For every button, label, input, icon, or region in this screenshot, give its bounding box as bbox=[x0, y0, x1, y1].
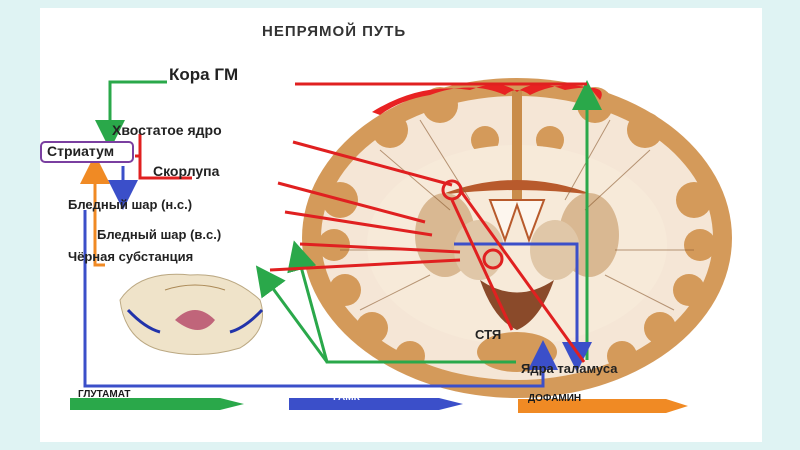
legend-arrow-glutamate bbox=[70, 398, 244, 410]
legend-label-gaba: ГАМК bbox=[333, 392, 360, 403]
substantia-nigra-image bbox=[119, 273, 264, 355]
legend-label-glutamate: ГЛУТАМАТ bbox=[78, 389, 131, 400]
label-stn: СТЯ bbox=[475, 327, 502, 342]
striatum-box bbox=[40, 141, 134, 163]
label-gp-internal: Бледный шар (в.с.) bbox=[97, 227, 222, 242]
label-gp-external: Бледный шар (н.с.) bbox=[68, 197, 193, 212]
dopamine-pathways bbox=[80, 154, 110, 267]
label-cortex: Кора ГМ bbox=[169, 65, 239, 84]
legend-label-dopamine: ДОФАМИН bbox=[528, 393, 582, 404]
label-striatum: Стриатум bbox=[47, 143, 115, 159]
brain-section-image bbox=[302, 78, 732, 398]
label-pointer-lines bbox=[135, 82, 587, 363]
label-substantia-nigra: Чёрная субстанция bbox=[68, 249, 194, 264]
glutamate-pathways bbox=[95, 80, 602, 364]
legend-arrows bbox=[70, 398, 688, 413]
legend-arrow-gaba bbox=[289, 398, 463, 410]
page-title: НЕПРЯМОЙ ПУТЬ bbox=[262, 23, 407, 40]
label-thalamus: Ядра таламуса bbox=[521, 361, 618, 376]
gaba-pathways bbox=[83, 166, 592, 388]
label-caudate: Хвостатое ядро bbox=[112, 122, 222, 138]
legend-arrow-dopamine bbox=[518, 399, 688, 413]
label-putamen: Скорлупа bbox=[153, 163, 220, 179]
